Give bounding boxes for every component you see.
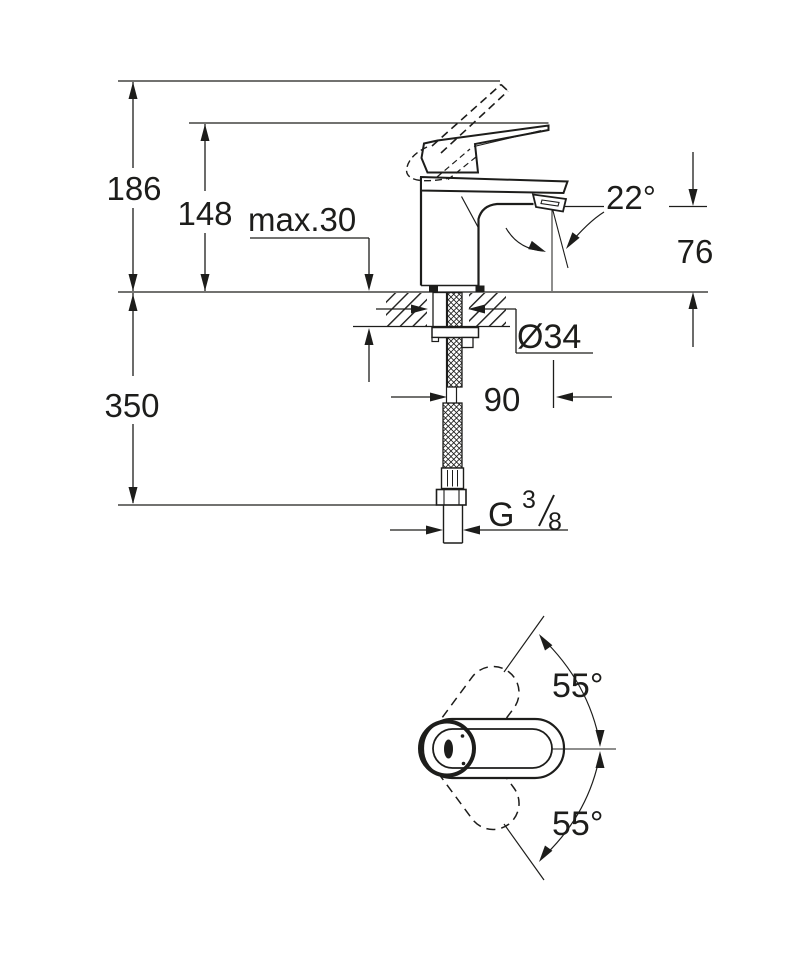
arrow-up-icon <box>128 294 138 311</box>
arrow-right-icon <box>430 392 447 402</box>
mounting-nut-step <box>461 336 474 349</box>
mounting-assembly <box>431 291 480 544</box>
base-foot-left <box>429 285 438 292</box>
dim-spout-angle <box>505 205 707 291</box>
label-thread-numerator: 3 <box>522 486 536 514</box>
label-swing-up-angle: 55° <box>552 667 603 705</box>
dim-spout-projection <box>391 360 612 408</box>
arrow-down-icon <box>128 274 138 291</box>
hose-connection-nut <box>435 488 467 506</box>
arrow-right-icon <box>426 525 443 535</box>
front-view-drawing <box>118 80 708 544</box>
handle-swung-up-dashed <box>427 665 520 772</box>
handle-dome-top <box>418 719 476 778</box>
arrow-left-icon <box>468 304 485 314</box>
lever-raised-dashed <box>431 83 509 154</box>
braided-hose <box>442 402 463 469</box>
label-spout-outlet-height: 76 <box>677 233 714 270</box>
arrow-arc-icon <box>539 845 553 862</box>
label-below-deck-length: 350 <box>104 387 159 424</box>
label-max-deck-thickness: max.30 <box>248 201 356 238</box>
faucet-spout-underside <box>477 202 534 286</box>
fraction-slash <box>538 494 555 527</box>
label-swing-down-angle: 55° <box>552 805 603 843</box>
dim-max-deck-thickness <box>250 237 374 382</box>
label-spout-angle: 22° <box>606 179 656 216</box>
threaded-shank <box>446 291 463 388</box>
dim-thread-size <box>390 494 568 535</box>
arrow-up-icon <box>595 751 605 768</box>
dome-raised-dashed <box>405 146 454 182</box>
arrow-arc-icon <box>539 634 553 651</box>
label-lever-tip-height: 148 <box>177 195 232 232</box>
arrow-leader-icon <box>566 232 580 249</box>
label-thread-denominator: 8 <box>548 508 562 536</box>
body-detail-line <box>460 196 479 228</box>
arrow-right-icon <box>411 304 428 314</box>
lever-solid <box>420 124 550 174</box>
label-total-height: 186 <box>106 170 161 207</box>
dim-lever-tip-height <box>200 124 210 291</box>
arrow-left-icon <box>556 392 573 402</box>
dim-spout-outlet-height <box>688 152 698 347</box>
stream-angle-line <box>551 206 569 269</box>
arrow-up-icon <box>128 82 138 99</box>
arrow-down-icon <box>688 189 698 206</box>
dimension-labels: 186 148 max.30 350 76 22° Ø34 90 G 3 8 5… <box>104 170 713 843</box>
arrow-down-icon <box>364 274 374 291</box>
arrow-up-icon <box>364 328 374 345</box>
dim-hole-diameter <box>376 304 593 354</box>
dim-below-deck-length <box>128 293 138 504</box>
arrow-up-icon <box>688 292 698 309</box>
aerator <box>531 193 568 213</box>
dim-swing-up <box>503 615 605 747</box>
handle-indicator-mark <box>444 739 453 759</box>
label-hole-diameter: Ø34 <box>517 318 581 356</box>
top-view-drawing <box>418 615 616 881</box>
faucet-handle <box>405 83 550 182</box>
label-thread-prefix: G <box>488 496 514 534</box>
arrow-arc-icon <box>528 240 546 252</box>
label-spout-projection: 90 <box>484 381 521 418</box>
mounting-flange <box>431 326 480 339</box>
arrow-left-icon <box>463 525 480 535</box>
arrow-down-icon <box>200 274 210 291</box>
arrow-down-icon <box>595 730 605 747</box>
base-foot-right <box>475 285 485 292</box>
arrow-up-icon <box>200 124 210 141</box>
dim-swing-down <box>503 751 605 881</box>
dim-total-height <box>128 82 138 291</box>
faucet-body <box>419 175 569 292</box>
arrow-down-icon <box>128 487 138 504</box>
aerator-detail <box>540 199 560 207</box>
faucet-top-rim <box>420 175 569 195</box>
